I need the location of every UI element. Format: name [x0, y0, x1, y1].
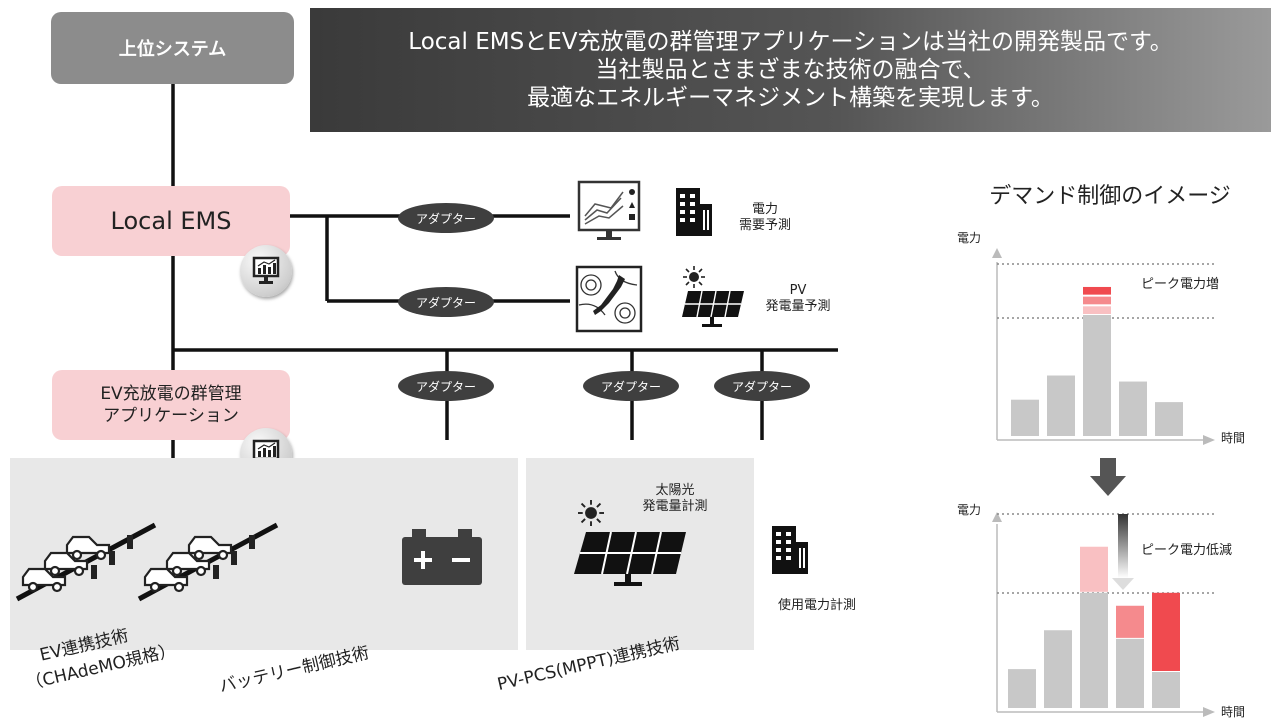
ev-group-app-box: EV充放電の群管理 アプリケーション — [52, 370, 290, 440]
bar-base — [1044, 630, 1072, 708]
bar-peak-segment — [1083, 306, 1111, 314]
bar-group — [1008, 546, 1180, 708]
monitor-chart-icon — [240, 245, 292, 297]
x-axis-label: 時間 — [1221, 705, 1245, 718]
adapter-node: アダプター — [714, 371, 810, 401]
headline-banner: Local EMSとEV充放電の群管理アプリケーションは当社の開発製品です。 当… — [310, 8, 1271, 132]
bar-base — [1080, 592, 1108, 708]
bar-base — [1152, 672, 1180, 708]
adapter-node: アダプター — [398, 203, 494, 233]
bar-group — [1011, 286, 1183, 436]
demand-chart-before: 電力 時間 ピーク電力増 — [957, 231, 1245, 445]
battery-icon — [402, 529, 482, 585]
bar-peak-segment — [1083, 296, 1111, 305]
bar-shifted-segment — [1152, 592, 1180, 671]
ev-car-icon — [15, 522, 157, 602]
ev-group-line-1: EV充放電の群管理 — [100, 384, 242, 404]
headline-line-1: Local EMSとEV充放電の群管理アプリケーションは当社の開発製品です。 — [408, 29, 1173, 55]
bar-base — [1119, 381, 1147, 436]
bar-base — [1047, 375, 1075, 436]
ev-group-line-2: アプリケーション — [103, 406, 239, 426]
solar-panel-icon — [682, 290, 744, 327]
peak-up-annotation: ピーク電力増 — [1141, 277, 1219, 292]
weather-map-icon — [575, 265, 643, 333]
x-axis-label: 時間 — [1221, 431, 1245, 445]
building-icon — [676, 188, 712, 236]
bar-base — [1083, 315, 1111, 436]
adapter-node: アダプター — [583, 371, 679, 401]
top-system-box: 上位システム — [51, 12, 294, 84]
local-ems-box: Local EMS — [52, 186, 290, 256]
ev-car-icon — [137, 522, 279, 602]
bar-shifted-segment — [1080, 546, 1108, 592]
solar-measure-line-2: 発電量計測 — [642, 499, 708, 514]
pv-forecast-line-1: PV — [789, 283, 807, 298]
bar-peak-segment — [1083, 286, 1111, 295]
demand-forecast-label: 電力 需要予測 — [720, 202, 810, 234]
line-chart-display-icon — [577, 180, 641, 240]
y-axis-label: 電力 — [957, 503, 981, 517]
bar-base — [1116, 638, 1144, 708]
pv-forecast-label: PV 発電量予測 — [748, 283, 848, 315]
adapter-node: アダプター — [398, 371, 494, 401]
demand-forecast-line-2: 需要予測 — [738, 218, 791, 233]
solar-measure-line-1: 太陽光 — [655, 483, 695, 498]
adapter-node: アダプター — [398, 287, 494, 317]
bar-base — [1008, 669, 1036, 708]
bar-base — [1155, 402, 1183, 436]
headline-line-2: 当社製品とさまざまな技術の融合で、 — [595, 57, 986, 83]
demand-title: デマンド制御のイメージ — [989, 184, 1231, 209]
power-measure-label: 使用電力計測 — [777, 598, 856, 613]
headline-line-3: 最適なエネルギーマネジメント構築を実現します。 — [527, 85, 1054, 111]
sun-icon — [683, 266, 705, 288]
bar-base — [1011, 399, 1039, 436]
y-axis-label: 電力 — [957, 231, 981, 245]
bar-shifted-segment — [1116, 605, 1144, 638]
sun-icon — [578, 500, 604, 526]
demand-chart-after: 電力 時間 ピーク電力低減 — [957, 503, 1245, 718]
peak-down-annotation: ピーク電力低減 — [1141, 542, 1232, 558]
pv-forecast-line-2: 発電量予測 — [765, 299, 831, 314]
down-arrow-icon — [1090, 458, 1126, 496]
building-icon — [772, 526, 808, 574]
solar-measure-label: 太陽光 発電量計測 — [625, 483, 725, 515]
solar-panel-icon — [574, 531, 686, 586]
demand-forecast-line-1: 電力 — [751, 202, 778, 217]
